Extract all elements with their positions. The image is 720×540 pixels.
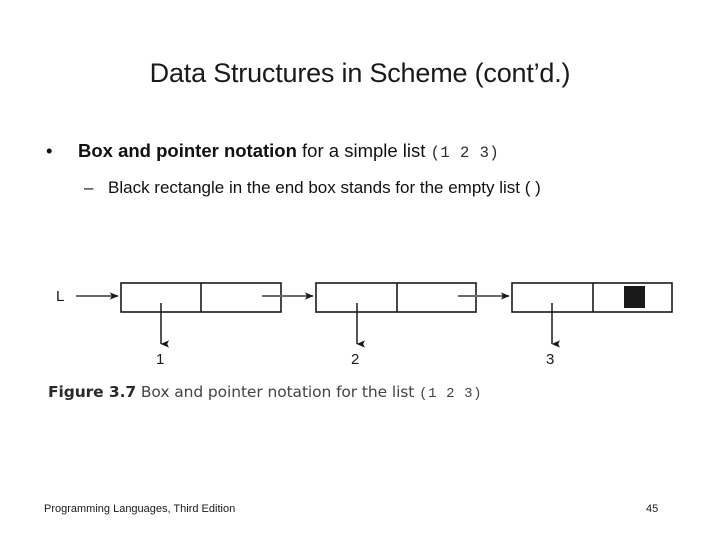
footer-page-number: 45 [646,503,659,515]
bullet-level2-marker-icon: – [84,178,94,197]
bullet-level2: – Black rectangle in the end box stands … [84,176,664,200]
figure-caption: Figure 3.7 Box and pointer notation for … [48,383,482,402]
cons-cell-3-value: 3 [546,351,554,368]
cons-cell-2: 2 [315,282,510,368]
figure-caption-label: Figure 3.7 [48,383,137,401]
page-title: Data Structures in Scheme (cont’d.) [149,58,571,88]
diagram-root-label: L [56,288,64,305]
cons-cell-2-box [315,282,477,313]
cons-cell-2-value: 2 [351,351,359,368]
bullet-level1-strong: Box and pointer notation [78,140,297,161]
bullet-level1-text: Box and pointer notation for a simple li… [78,138,696,166]
figure-caption-text: Box and pointer notation for the list [140,383,415,401]
bullet-level1-code: (1 2 3) [430,144,500,162]
cons-cell-1: 1 [120,282,314,368]
cons-cell-3-box [511,282,673,313]
bullet-level2-text: Black rectangle in the end box stands fo… [108,178,541,197]
bullet-marker-icon: • [46,140,53,161]
bullet-level1-rest: for a simple list [296,140,431,161]
diagram-svg: L 1 2 [56,282,673,368]
footer-source: Programming Languages, Third Edition [44,503,236,515]
bullet-level1: • Box and pointer notation for a simple … [46,138,696,166]
empty-list-black-rectangle-icon [624,286,645,308]
cons-cell-3: 3 [511,282,673,368]
box-and-pointer-diagram: L 1 2 [0,262,720,412]
cons-cell-1-value: 1 [156,351,164,368]
figure-caption-code: (1 2 3) [419,386,483,402]
